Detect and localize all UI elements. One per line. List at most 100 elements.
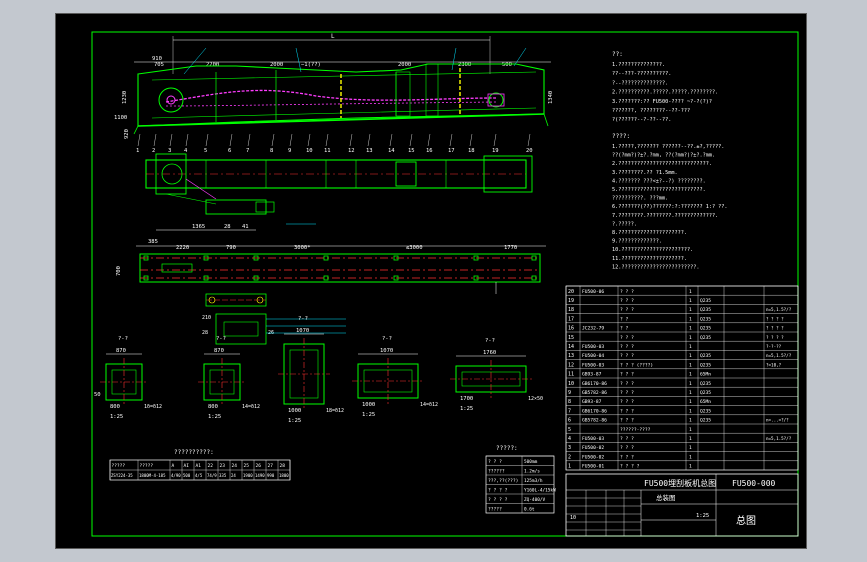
tech-req-line: ?--??????????????. bbox=[612, 80, 668, 86]
bom-code: FU500-02 bbox=[582, 445, 604, 451]
spec-header: 27 bbox=[268, 463, 274, 469]
bom-qty: 1 bbox=[689, 454, 692, 460]
tech-req2-line: 3.????????.?? ?1.5mm. bbox=[612, 170, 678, 176]
spec-header: A bbox=[172, 463, 175, 469]
bom-note: n=...=?/? bbox=[766, 418, 789, 423]
section-dim-side: 50 bbox=[94, 392, 101, 398]
plan-dim-0: 210 bbox=[202, 315, 211, 321]
section-dim-top: 870 bbox=[116, 348, 126, 354]
bom-no: 14 bbox=[568, 344, 574, 350]
bom-material: Q235 bbox=[700, 335, 711, 341]
spec-cell: ZSY224-35 bbox=[111, 473, 133, 478]
bom-name: ? ? ? (????) bbox=[620, 362, 653, 368]
tech-req-line: ???????, ????????--??-??? bbox=[612, 108, 690, 114]
spec-header: ????? bbox=[112, 463, 126, 469]
spec-cell: 24 bbox=[231, 473, 236, 478]
bom-code: FU500-03 bbox=[582, 436, 604, 442]
section-dim-bottom: 1700 bbox=[460, 396, 473, 402]
section-dim-top: 1760 bbox=[483, 350, 496, 356]
bom-qty: 1 bbox=[689, 289, 692, 295]
bom-code: FU500-06 bbox=[582, 289, 604, 295]
bom-code: GB5782-86 bbox=[582, 418, 607, 424]
tech-requirements: ??: 1.??????????????. ??--???-??????????… bbox=[612, 51, 728, 270]
param-key: ???,??(???) bbox=[488, 478, 518, 484]
drawing-border bbox=[91, 31, 799, 537]
spec-cell: 990 bbox=[267, 473, 275, 478]
bom-name: ? ? ? bbox=[620, 408, 634, 414]
bom-qty: 1 bbox=[689, 316, 692, 322]
bom-no: 6 bbox=[568, 418, 571, 424]
dim-bottom-1: 28 bbox=[224, 224, 231, 230]
section-dim-bottom: 800 bbox=[208, 404, 218, 410]
spec-header: 25 bbox=[244, 463, 250, 469]
part-number: 8 bbox=[270, 148, 273, 154]
part-number: 20 bbox=[526, 148, 533, 154]
param-title: ?????: bbox=[496, 445, 518, 452]
bom-note: ? ? ? ? bbox=[766, 335, 784, 340]
tech-req2-line: ??????????. ???mm. bbox=[612, 196, 668, 202]
tech-req2-line: 10.??????????????????????. bbox=[612, 247, 693, 253]
param-value: Y160L-4/15kW bbox=[524, 487, 556, 493]
plan-dim-1: 28 bbox=[202, 330, 208, 336]
bom-note: n=5,1.5?/? bbox=[766, 353, 792, 358]
dim-mid-0: 2220 bbox=[176, 245, 189, 251]
bom-no: 15 bbox=[568, 335, 574, 341]
bom-qty: 1 bbox=[689, 408, 692, 414]
bom-qty: 1 bbox=[689, 381, 692, 387]
bom-code: FU500-04 bbox=[582, 353, 604, 359]
bom-qty: 1 bbox=[689, 362, 692, 368]
dim-mid-1: 790 bbox=[226, 245, 236, 251]
section-dim-bottom: 800 bbox=[110, 404, 120, 410]
section-scale: 1:25 bbox=[288, 418, 301, 424]
dim-top-4: −1(??) bbox=[301, 62, 321, 68]
bom-name: ? ? ? ? bbox=[620, 464, 640, 470]
bom-material: Q235 bbox=[700, 418, 711, 424]
side-view: L 910 705 2200 2000 −1(??) 2000 2300 500 bbox=[114, 33, 554, 154]
bom-material: Q235 bbox=[700, 353, 711, 359]
bom-note: ?-?-?? bbox=[766, 344, 782, 349]
tech-req2-heading: ????: bbox=[612, 133, 630, 140]
bom-code: FU500-03 bbox=[582, 362, 604, 368]
tech-req2-line: 9.?????????????. bbox=[612, 239, 662, 245]
spec-header: 28 bbox=[280, 463, 286, 469]
bom-material: Q235 bbox=[700, 362, 711, 368]
bom-qty: 1 bbox=[689, 390, 692, 396]
section-note: 14=δ12 bbox=[420, 402, 438, 408]
dim-top-5: 2000 bbox=[398, 62, 411, 68]
tech-req2-line: 1.?????,??????? ??????--??.±?,?????. bbox=[612, 144, 724, 150]
section-scale: 1:25 bbox=[110, 414, 123, 420]
bom-no: 19 bbox=[568, 298, 574, 304]
tech-req2-line: 2.?????????????????????????????. bbox=[612, 161, 712, 167]
tech-req-line: 2.??????????.?????.?????.????????. bbox=[612, 90, 718, 96]
cad-drawing: L 910 705 2200 2000 −1(??) 2000 2300 500 bbox=[91, 31, 799, 537]
dim-right-0: 1340 bbox=[548, 91, 554, 104]
section-scale: 1:25 bbox=[208, 414, 221, 420]
spec-title: ??????????: bbox=[174, 449, 214, 456]
bom-name: ? ? bbox=[620, 316, 629, 322]
bom-qty: 1 bbox=[689, 372, 692, 378]
bom-qty: 1 bbox=[689, 344, 692, 350]
section-dim-bottom: 1000 bbox=[362, 402, 375, 408]
dim-mid-vertical: 700 bbox=[116, 266, 122, 276]
part-number: 13 bbox=[366, 148, 373, 154]
bom-name: ? ? ? bbox=[620, 372, 634, 378]
dim-left-1: 1100 bbox=[114, 115, 127, 121]
tech-req2-line: 6.???????(??)??????:?:??????? 1:? ??. bbox=[612, 204, 728, 210]
spec-cell: 1800M-4-185 bbox=[139, 473, 166, 478]
bom-row: 5??????-????1 bbox=[568, 427, 692, 433]
section-dim-top: 1070 bbox=[296, 328, 309, 334]
bom-no: 17 bbox=[568, 316, 574, 322]
param-value: 125m3/h bbox=[524, 478, 543, 484]
bom-qty: 1 bbox=[689, 353, 692, 359]
bom-code: GB5782-86 bbox=[582, 390, 607, 396]
part-number: 19 bbox=[492, 148, 499, 154]
bom-code: GB93-87 bbox=[582, 399, 602, 405]
param-key: ? ? ? ? bbox=[488, 497, 508, 503]
